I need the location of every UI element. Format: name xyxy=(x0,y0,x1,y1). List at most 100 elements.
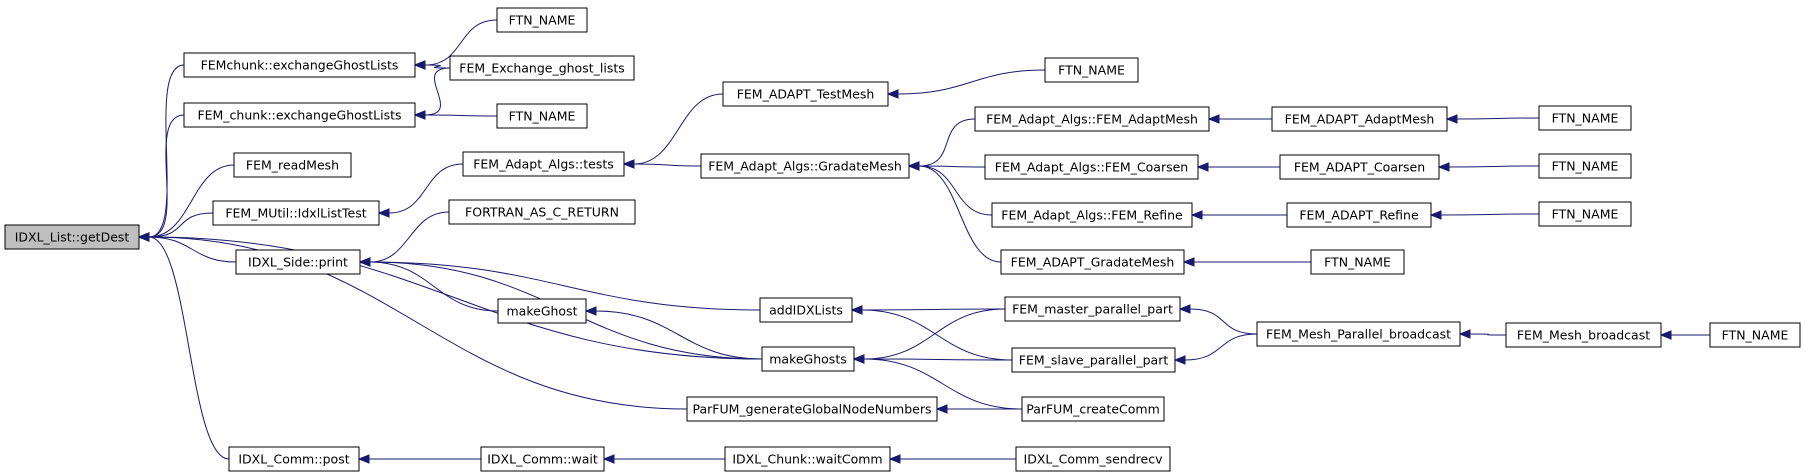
function-node[interactable]: FEM_ADAPT_AdaptMesh xyxy=(1271,106,1448,132)
edge-line xyxy=(861,309,1013,361)
arrowhead xyxy=(850,305,863,315)
function-node[interactable]: FEM_slave_parallel_part xyxy=(1011,347,1176,373)
function-node[interactable]: FEM_ADAPT_Refine xyxy=(1286,202,1432,228)
function-node[interactable]: FEM_Mesh_Parallel_broadcast xyxy=(1256,321,1461,347)
arrowhead xyxy=(907,161,920,171)
function-node[interactable]: FEM_readMesh xyxy=(233,152,352,178)
node-box xyxy=(1505,322,1662,348)
call-edge xyxy=(850,305,1013,361)
function-node[interactable]: FEM_chunk::exchangeGhostLists xyxy=(183,102,416,128)
node-label: IDXL_Comm::post xyxy=(238,452,349,467)
node-box xyxy=(1004,296,1181,322)
node-box xyxy=(1286,202,1432,228)
node-label: FEM_readMesh xyxy=(246,158,339,173)
node-label: FEM_ADAPT_TestMesh xyxy=(737,87,875,102)
function-node[interactable]: addIDXLists xyxy=(759,297,853,323)
function-node[interactable]: IDXL_Comm::wait xyxy=(480,446,605,472)
node-label: FEM_Adapt_Algs::FEM_AdaptMesh xyxy=(986,112,1198,127)
function-node[interactable]: FEM_Mesh_broadcast xyxy=(1505,322,1662,348)
function-node[interactable]: FEM_Adapt_Algs::tests xyxy=(462,151,625,177)
function-node[interactable]: FEM_Adapt_Algs::FEM_Coarsen xyxy=(984,154,1199,180)
arrowhead xyxy=(584,306,597,316)
function-node[interactable]: IDXL_Comm_sendrecv xyxy=(1015,446,1171,472)
function-node[interactable]: ParFUM_createComm xyxy=(1021,396,1165,422)
function-node[interactable]: FEM_Adapt_Algs::FEM_AdaptMesh xyxy=(974,106,1210,132)
arrowhead xyxy=(886,89,899,99)
function-node[interactable]: FTN_NAME xyxy=(1538,105,1632,131)
edge-line xyxy=(863,358,1013,361)
edge-line xyxy=(1456,117,1540,120)
edge-line xyxy=(148,236,230,460)
function-node[interactable]: FTN_NAME xyxy=(1538,201,1632,227)
node-label: FTN_NAME xyxy=(509,109,576,124)
arrowhead xyxy=(1207,114,1220,124)
function-node[interactable]: IDXL_Chunk::waitComm xyxy=(724,446,891,472)
node-label: FEM_ADAPT_Coarsen xyxy=(1294,160,1425,175)
edge-line xyxy=(897,69,1046,95)
function-node[interactable]: FEM_ADAPT_TestMesh xyxy=(722,81,889,107)
node-label: FTN_NAME xyxy=(1552,159,1619,174)
function-node[interactable]: FEM_Adapt_Algs::FEM_Refine xyxy=(991,202,1193,228)
function-node[interactable]: FEM_MUtil::IdxlListTest xyxy=(212,200,380,226)
call-edge xyxy=(1659,330,1710,340)
call-edge xyxy=(852,354,1013,364)
node-box xyxy=(183,52,416,78)
edge-line xyxy=(918,165,986,168)
node-box xyxy=(1538,105,1632,131)
edge-line xyxy=(148,212,214,238)
node-box xyxy=(462,151,625,177)
node-label: FEM_ADAPT_AdaptMesh xyxy=(1285,112,1435,127)
function-node[interactable]: makeGhosts xyxy=(761,346,855,372)
function-node[interactable]: IDXL_Side::print xyxy=(235,249,361,275)
function-node[interactable]: FEMchunk::exchangeGhostLists xyxy=(183,52,416,78)
call-edge xyxy=(907,161,993,216)
edge-line xyxy=(918,165,1002,263)
node-label: IDXL_Comm_sendrecv xyxy=(1024,452,1164,467)
edge-line xyxy=(863,358,1023,410)
arrowhead xyxy=(358,257,371,267)
node-box xyxy=(974,106,1210,132)
node-box xyxy=(183,102,416,128)
arrowhead xyxy=(1659,330,1672,340)
call-edge xyxy=(886,69,1046,99)
function-node[interactable]: ParFUM_generateGlobalNodeNumbers xyxy=(686,396,938,422)
function-node[interactable]: FORTRAN_AS_C_RETURN xyxy=(448,199,636,225)
node-box xyxy=(761,346,855,372)
function-node[interactable]: FEM_ADAPT_Coarsen xyxy=(1279,154,1440,180)
node-box xyxy=(233,152,352,178)
function-node[interactable]: FTN_NAME xyxy=(1538,153,1632,179)
edge-line xyxy=(148,114,185,238)
function-node[interactable]: makeGhost xyxy=(497,298,587,324)
arrowhead xyxy=(137,232,150,242)
edge-line xyxy=(633,163,702,167)
edge-line xyxy=(148,236,688,410)
root-function-node[interactable]: IDXL_List::getDest xyxy=(4,224,140,250)
call-edge xyxy=(622,159,702,169)
arrowhead xyxy=(1429,210,1442,220)
edge-line xyxy=(633,93,724,165)
function-node[interactable]: IDXL_Comm::post xyxy=(228,446,360,472)
function-node[interactable]: FTN_NAME xyxy=(496,7,588,33)
edge-line xyxy=(861,308,1006,311)
call-edge xyxy=(1445,114,1540,124)
node-label: IDXL_Comm::wait xyxy=(487,452,598,467)
function-node[interactable]: FEM_ADAPT_GradateMesh xyxy=(1000,249,1185,275)
edge-line xyxy=(1184,333,1258,361)
node-box xyxy=(235,249,361,275)
function-node[interactable]: FTN_NAME xyxy=(1310,249,1405,275)
graph-nodes: IDXL_List::getDest FEMchunk::exchangeGhos… xyxy=(4,7,1801,472)
node-label: makeGhost xyxy=(507,304,578,319)
function-node[interactable]: FEM_Adapt_Algs::GradateMesh xyxy=(700,153,910,179)
node-label: FEM_ADAPT_Refine xyxy=(1299,208,1419,223)
call-edge xyxy=(1437,162,1540,172)
function-node[interactable]: FTN_NAME xyxy=(1044,57,1139,83)
node-label: FEM_Adapt_Algs::FEM_Coarsen xyxy=(995,160,1188,175)
function-node[interactable]: FEM_Exchange_ghost_lists xyxy=(449,55,635,81)
arrowhead xyxy=(413,110,426,120)
function-node[interactable]: FTN_NAME xyxy=(1709,322,1801,348)
call-edge xyxy=(1182,257,1311,267)
function-node[interactable]: FEM_master_parallel_part xyxy=(1004,296,1181,322)
node-box xyxy=(700,153,910,179)
function-node[interactable]: FTN_NAME xyxy=(496,103,588,129)
